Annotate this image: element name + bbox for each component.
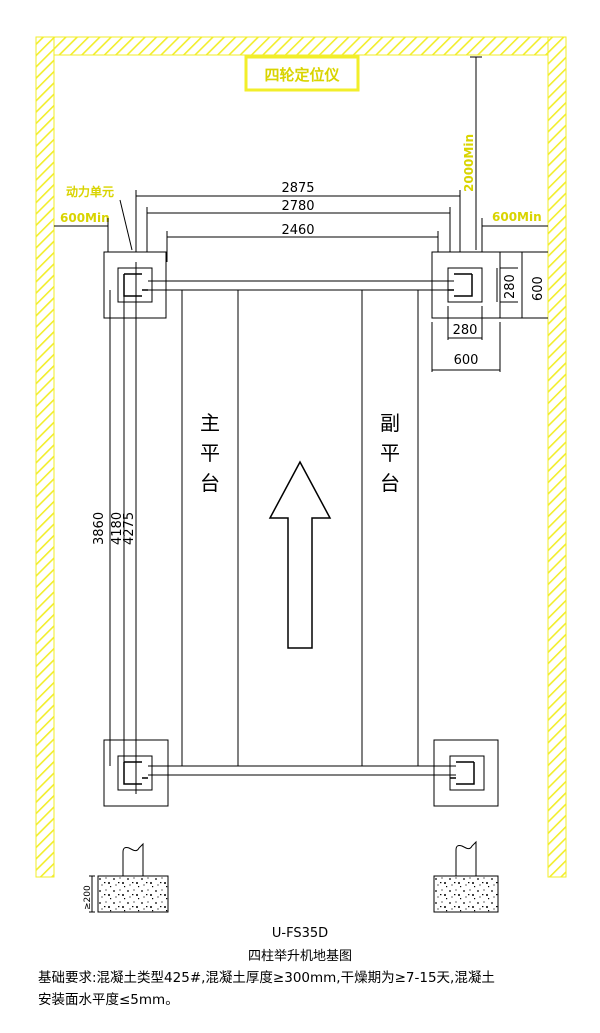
alignment-device-box: 四轮定位仪 [244, 55, 360, 92]
min-top-label: 2000Min [462, 134, 476, 192]
alignment-device-label: 四轮定位仪 [264, 66, 340, 84]
main-platform-char-2: 平 [200, 441, 220, 465]
main-platform-char-1: 主 [200, 411, 220, 435]
wall-boundary [35, 36, 567, 878]
dim-width-2460: 2460 [281, 223, 314, 238]
min-clearance-top: 2000Min [462, 56, 482, 250]
post-base-bottom-right [433, 739, 499, 807]
min-left-label: 600Min [60, 211, 110, 225]
aux-platform-char-2: 平 [380, 441, 400, 465]
dim-base-600-h: 600 [531, 276, 546, 301]
drawing-title: 四柱举升机地基图 [247, 949, 352, 964]
foundation-requirements-line-2: 安装面水平度≤5mm。 [38, 992, 179, 1008]
foundation-section-right [433, 840, 499, 913]
dim-length-4275: 4275 [122, 512, 137, 545]
power-unit-leader [119, 199, 133, 251]
model-number: U-FS35D [271, 926, 329, 941]
arrow-up-icon [268, 460, 332, 649]
min-clearance-left: 600Min [54, 211, 110, 252]
min-clearance-right: 600Min [481, 210, 548, 252]
dim-post-280-h: 280 [503, 274, 518, 299]
foundation-requirements-line-1: 基础要求:混凝土类型425#,混凝土厚度≥300mm,干燥期为≥7-15天,混凝… [38, 970, 495, 986]
dim-length-3860: 3860 [92, 512, 107, 545]
dim-width-2875: 2875 [281, 181, 314, 196]
main-platform-char-3: 台 [200, 471, 220, 495]
dim-post-280-w: 280 [453, 323, 478, 338]
foundation-section-left [89, 842, 169, 913]
aux-platform-char-1: 副 [380, 411, 400, 435]
post-base-top-right [431, 251, 501, 319]
base-size-dimensions [431, 251, 548, 372]
min-right-label: 600Min [492, 210, 542, 224]
width-dimensions [135, 190, 461, 262]
dim-width-2780: 2780 [281, 199, 314, 214]
dim-length-4180: 4180 [110, 512, 125, 545]
power-unit-label: 动力单元 [66, 184, 114, 199]
post-base-top-left [103, 251, 167, 319]
aux-platform-char-3: 台 [380, 471, 400, 495]
dim-base-600-w: 600 [454, 353, 479, 368]
dim-foundation-depth: ≥200 [83, 885, 93, 910]
length-dimensions [109, 262, 137, 794]
platforms [181, 289, 419, 767]
